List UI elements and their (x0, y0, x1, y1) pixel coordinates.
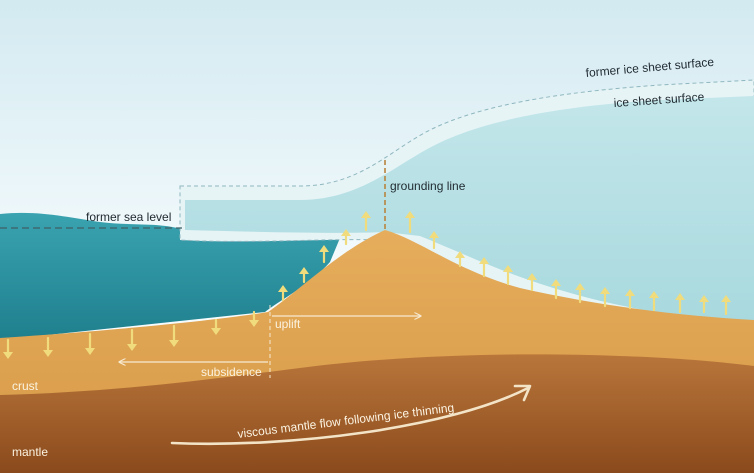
subsidence-label: subsidence (201, 365, 262, 379)
uplift-arrow-icon (405, 211, 415, 234)
uplift-arrow-icon (361, 211, 371, 232)
subsidence-arrow-icon (249, 310, 259, 327)
mantle-flow-arrow-head (513, 384, 532, 402)
ice-sheet (185, 96, 754, 322)
uplift-arrow-icon (625, 289, 635, 310)
uplift-arrow-icon (699, 295, 709, 314)
uplift-arrow-icon (675, 293, 685, 314)
subsidence-arrow-icon (85, 332, 95, 355)
uplift-arrow-icon (721, 295, 731, 316)
uplift-arrow-icon (429, 231, 439, 250)
uplift-arrow-icon (600, 287, 610, 308)
subsidence-arrow-icon (211, 318, 221, 335)
uplift-arrow-icon (527, 273, 537, 292)
uplift-arrow-icon (479, 257, 489, 278)
ice-sheet-surface-label: ice sheet surface (613, 90, 705, 110)
uplift-arrow-icon (551, 279, 561, 300)
former-sea-level-label: former sea level (86, 210, 171, 224)
grounding-line-label: grounding line (390, 179, 466, 193)
uplift-arrow-icon (278, 285, 288, 302)
uplift-arrow-icon (649, 291, 659, 312)
subsidence-arrow-icon (127, 328, 137, 351)
crust-label: crust (12, 379, 39, 393)
subsidence-arrow-icon (169, 324, 179, 347)
mantle-label: mantle (12, 445, 48, 459)
subsidence-arrow-icon (43, 336, 53, 357)
mantle-flow-arrow (170, 386, 530, 446)
uplift-arrow-icon (341, 229, 351, 246)
uplift-arrow-icon (319, 245, 329, 264)
uplift-arrow-icon (299, 267, 309, 284)
subsidence-arrow-icon (3, 338, 13, 359)
uplift-label: uplift (275, 317, 301, 331)
uplift-arrow-icon (575, 283, 585, 304)
uplift-arrow-icon (455, 251, 465, 268)
ocean (0, 212, 340, 340)
vertical-motion-arrows (3, 211, 731, 359)
uplift-arrow-icon (503, 265, 513, 286)
